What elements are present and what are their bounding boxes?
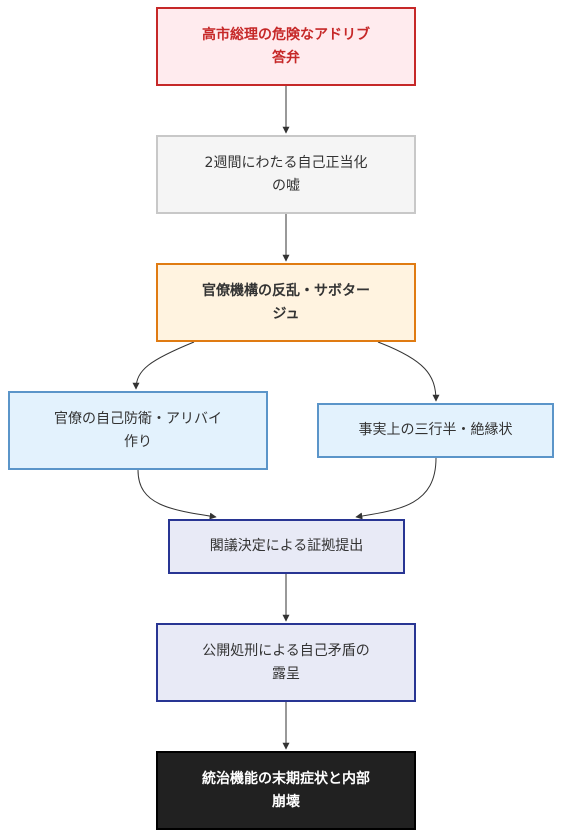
edge-n5-n6 [355,457,437,520]
node-label: 事実上の三行半・絶縁状 [358,422,513,438]
node-risky-adlib-answer: 高市総理の危険なアドリブ 答弁 [156,7,416,86]
edge-n4-n6 [137,469,217,520]
node-governance-collapse: 統治機能の末期症状と内部 崩壊 [156,751,416,830]
node-self-justification-lies: 2週間にわたる自己正当化 の嘘 [156,135,416,214]
node-label: 官僚機構の反乱・サボター ジュ [202,282,370,322]
edge-n3-n5 [377,341,440,402]
node-label: 2週間にわたる自己正当化 の嘘 [204,154,368,194]
node-label: 統治機能の末期症状と内部 崩壊 [202,770,370,810]
node-de-facto-divorce: 事実上の三行半・絶縁状 [317,403,554,458]
node-label: 公開処刑による自己矛盾の 露呈 [202,642,370,682]
node-label: 閣議決定による証拠提出 [209,538,364,554]
node-bureaucracy-revolt: 官僚機構の反乱・サボター ジュ [156,263,416,342]
node-cabinet-decision-evidence: 閣議決定による証拠提出 [168,519,405,574]
node-bureaucrat-self-defense: 官僚の自己防衛・アリバイ 作り [8,391,268,470]
node-label: 官僚の自己防衛・アリバイ 作り [54,410,222,450]
node-label: 高市総理の危険なアドリブ 答弁 [202,26,370,66]
edge-n3-n4 [132,341,195,390]
node-public-exposure: 公開処刑による自己矛盾の 露呈 [156,623,416,702]
